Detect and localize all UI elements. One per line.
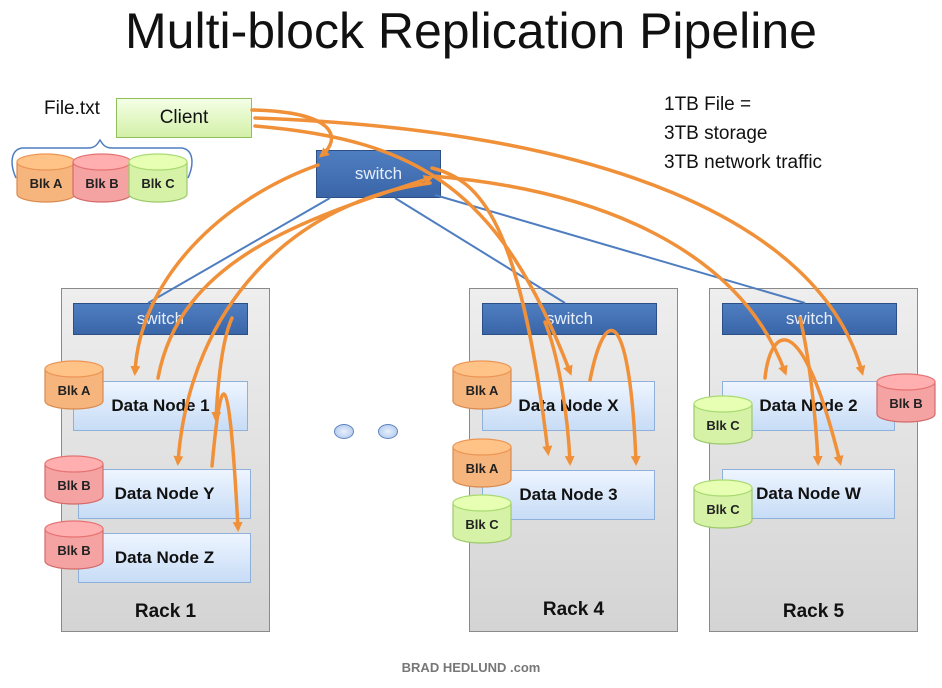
link-core-rack5 [434, 194, 806, 304]
info-line-1: 1TB File = [664, 94, 752, 115]
block-label: Blk B [85, 176, 118, 191]
ellipsis-dot [378, 424, 398, 439]
rack4-blk-a2-disk: Blk A [452, 438, 512, 488]
arrow-nodex-node3 [588, 328, 641, 466]
replication-arrows [130, 108, 866, 532]
rack-4-label: Rack 4 [542, 599, 605, 620]
block-label: Blk C [141, 176, 175, 191]
link-core-rack1 [147, 197, 331, 304]
block-label: Blk C [706, 502, 740, 517]
rack-4-switch: switch [482, 303, 657, 335]
arrow-rack5-nodew [798, 316, 823, 466]
page-title: Multi-block Replication Pipeline [125, 3, 817, 59]
file-block-a-disk: Blk A [16, 153, 76, 203]
arrow-client-switch-a [250, 108, 334, 158]
file-label: File.txt [44, 98, 100, 119]
arrow-switch-nodey [173, 181, 432, 466]
block-label: Blk A [466, 383, 499, 398]
link-core-rack4 [394, 197, 566, 304]
brand-footer: BRAD HEDLUND .com [401, 660, 541, 675]
file-block-c-disk: Blk C [128, 153, 188, 203]
arrow-client-rack4 [253, 124, 573, 376]
file-block-b-disk: Blk B [72, 153, 132, 203]
block-label: Blk C [706, 418, 740, 433]
block-disks: Blk A Blk B Blk C Blk A Blk B Blk B Blk A Blk A… [16, 153, 936, 570]
rack-1-label: Rack 1 [134, 601, 197, 622]
block-label: Blk C [465, 517, 499, 532]
arrow-switch-nodex [430, 166, 553, 456]
arrow-nodey-nodez [210, 392, 243, 532]
block-label: Blk A [30, 176, 63, 191]
arrow-node2-nodew [763, 338, 844, 466]
rack4-blk-a-disk: Blk A [452, 360, 512, 410]
data-node-z: Data Node Z [78, 533, 251, 583]
file-brace [11, 138, 193, 179]
rack4-blk-c-disk: Blk C [452, 494, 512, 544]
arrow-switch-node1 [130, 163, 320, 376]
data-node-y: Data Node Y [78, 469, 251, 519]
block-label: Blk A [466, 461, 499, 476]
block-label: Blk A [58, 383, 91, 398]
arrow-client-rack5 [253, 116, 866, 376]
rack5-blk-b-disk: Blk B [876, 373, 936, 423]
rack1-blk-b2-disk: Blk B [44, 520, 104, 570]
block-label: Blk B [57, 543, 90, 558]
rack-1-switch: switch [73, 303, 248, 335]
arrow-rack4-node3 [543, 320, 575, 466]
arrow-node1-switch [156, 175, 434, 380]
rack-5-label: Rack 5 [782, 601, 845, 622]
info-line-3: 3TB network traffic [664, 152, 823, 173]
ellipsis-dot [334, 424, 354, 439]
arrow-switch-node2 [430, 174, 788, 376]
rack1-blk-b-disk: Blk B [44, 455, 104, 505]
arrow-nodey-rack [211, 316, 234, 422]
client-box: Client [116, 98, 252, 138]
rack1-blk-a-disk: Blk A [44, 360, 104, 410]
info-text: 1TB File = 3TB storage 3TB network traff… [664, 90, 822, 177]
network-links [147, 194, 806, 304]
rack5-blk-c-disk: Blk C [693, 395, 753, 445]
block-label: Blk B [57, 478, 90, 493]
info-line-2: 3TB storage [664, 123, 768, 144]
rack5-blk-c2-disk: Blk C [693, 479, 753, 529]
block-label: Blk B [889, 396, 922, 411]
